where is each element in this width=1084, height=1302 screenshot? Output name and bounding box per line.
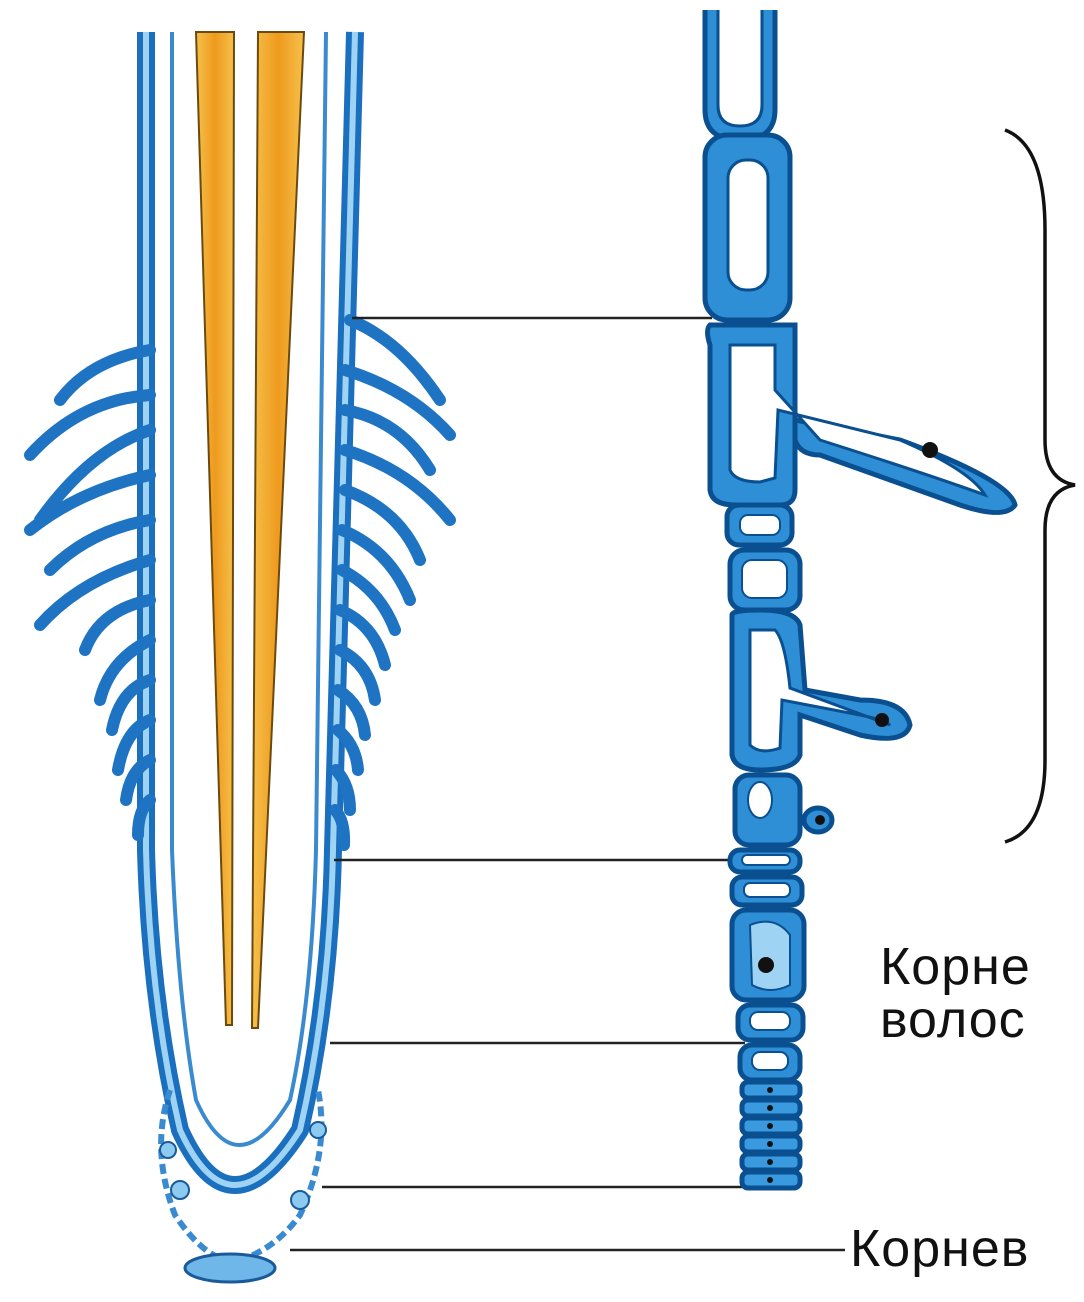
xylem-strand-left [196, 32, 234, 1025]
zone-brace [1005, 130, 1075, 842]
root-hairs-left [30, 350, 150, 835]
root-cap-cell [291, 1191, 309, 1209]
cell-nucleus [922, 442, 938, 458]
root-cap-tip [185, 1254, 275, 1282]
root-cap-cell [310, 1122, 326, 1138]
root-cap-label: Корнев [850, 1222, 1029, 1277]
cell-nucleus [875, 713, 889, 727]
root-hairs-label-line2: волос [880, 993, 1026, 1048]
root-cortex-boundary [172, 32, 326, 1145]
cell-nucleus [758, 957, 774, 973]
root-cap-cell [160, 1142, 176, 1158]
root-hairs-label-line1: Корне [880, 940, 1031, 995]
root-longitudinal [30, 32, 450, 1282]
root-cap-cell [171, 1181, 189, 1199]
xylem-strand-right [252, 32, 304, 1028]
